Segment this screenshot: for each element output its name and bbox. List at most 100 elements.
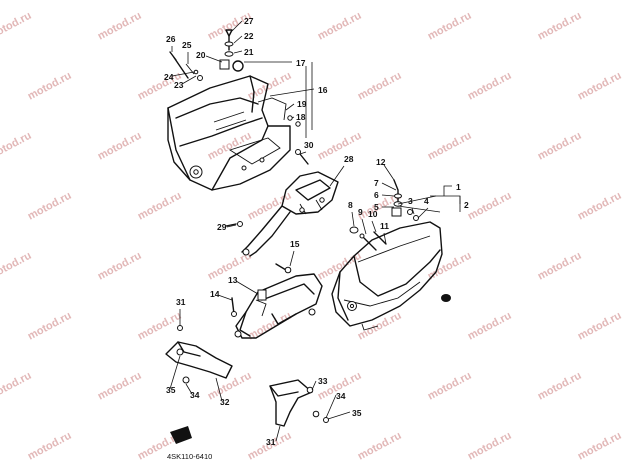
front-arrow-icon (170, 426, 192, 444)
callout-6: 6 (374, 190, 379, 200)
center-stand-13 (231, 263, 323, 339)
callout-29: 29 (217, 222, 227, 232)
leader-line-7 (381, 182, 397, 191)
right-saddlebag (331, 221, 451, 331)
callout-27: 27 (244, 16, 254, 26)
diagram-code: 4SK110-6410 (167, 452, 212, 461)
callout-35: 35 (352, 408, 362, 418)
callout-21: 21 (244, 47, 254, 57)
watermark-text: motod.ru (426, 370, 474, 403)
leader-line-30 (299, 151, 307, 155)
footrest-32 (165, 325, 233, 384)
leader-line-20 (205, 55, 223, 63)
callout-31: 31 (176, 297, 186, 307)
watermark-text: motod.ru (356, 430, 404, 463)
watermark-text: motod.ru (0, 250, 34, 283)
leader-line-3 (411, 207, 415, 215)
watermark-text: motod.ru (206, 370, 254, 403)
watermark-text: motod.ru (466, 70, 514, 103)
right-bag-hardware (349, 179, 461, 251)
leader-line-34 (185, 383, 193, 395)
bracket-31 (269, 379, 329, 427)
callout-14: 14 (210, 289, 220, 299)
watermark-text: motod.ru (136, 310, 184, 343)
leader-line-28 (329, 165, 345, 187)
watermark-text: motod.ru (576, 70, 624, 103)
leader-lines (169, 20, 461, 442)
leader-line-15 (289, 250, 295, 267)
leader-line-24 (171, 71, 195, 77)
callout-20: 20 (196, 50, 206, 60)
leader-line-21 (233, 50, 243, 54)
watermark-text: motod.ru (96, 370, 144, 403)
callout-16: 16 (318, 85, 328, 95)
leader-line-4 (417, 207, 429, 219)
bracket-28 (225, 149, 339, 257)
callout-17: 17 (296, 58, 306, 68)
callout-18: 18 (296, 112, 306, 122)
callout-8: 8 (348, 200, 353, 210)
leader-line-6 (381, 194, 395, 197)
callout-33: 33 (318, 376, 328, 386)
callout-31: 31 (266, 437, 276, 447)
watermark-text: motod.ru (466, 430, 514, 463)
callout-22: 22 (244, 31, 254, 41)
leader-line-31 (275, 425, 281, 442)
watermark-text: motod.ru (26, 190, 74, 223)
callout-12: 12 (376, 157, 386, 167)
watermark-text: motod.ru (0, 10, 34, 43)
callout-10: 10 (368, 209, 378, 219)
callout-28: 28 (344, 154, 354, 164)
leader-line-1 (443, 185, 452, 196)
watermark-text: motod.ru (26, 310, 74, 343)
callout-11: 11 (380, 221, 389, 231)
watermark-text: motod.ru (536, 370, 584, 403)
callout-30: 30 (304, 140, 314, 150)
callout-34: 34 (336, 391, 346, 401)
leader-line-29 (226, 224, 237, 228)
watermark-text: motod.ru (26, 430, 74, 463)
callout-3: 3 (408, 196, 413, 206)
leader-line-19 (285, 103, 295, 111)
callout-9: 9 (358, 207, 363, 217)
callout-1: 1 (456, 182, 461, 192)
callout-19: 19 (297, 99, 307, 109)
watermark-text: motod.ru (536, 250, 584, 283)
callout-24: 24 (164, 72, 174, 82)
watermark-text: motod.ru (576, 190, 624, 223)
callout-32: 32 (220, 397, 230, 407)
callout-4: 4 (424, 196, 429, 206)
watermark-text: motod.ru (96, 250, 144, 283)
leader-line-32 (215, 377, 223, 402)
callout-26: 26 (166, 34, 176, 44)
watermark-text: motod.ru (356, 70, 404, 103)
callout-7: 7 (374, 178, 379, 188)
callout-35: 35 (166, 385, 176, 395)
leader-line-18 (291, 116, 295, 119)
leader-line-8 (351, 211, 355, 227)
callout-2: 2 (464, 200, 469, 210)
callout-15: 15 (290, 239, 300, 249)
watermark-text: motod.ru (26, 70, 74, 103)
watermark-text: motod.ru (316, 130, 364, 163)
watermark-text: motod.ru (136, 190, 184, 223)
callout-34: 34 (190, 390, 200, 400)
watermark-text: motod.ru (96, 10, 144, 43)
leader-line-9 (361, 218, 367, 235)
watermark-text: motod.ru (536, 10, 584, 43)
leader-line-22 (233, 35, 243, 44)
leader-line-34 (325, 394, 337, 419)
leader-line-11 (383, 232, 387, 245)
leader-line-23 (181, 75, 197, 85)
leader-line-27 (231, 20, 243, 32)
leader-line-12 (383, 164, 395, 181)
watermark-text: motod.ru (426, 10, 474, 43)
leader-line-35 (327, 411, 351, 420)
leader-line-16 (269, 88, 315, 97)
watermark-text: motod.ru (576, 430, 624, 463)
left-saddlebag (167, 75, 291, 191)
watermark-text: motod.ru (0, 130, 34, 163)
watermark-text: motod.ru (576, 310, 624, 343)
callout-23: 23 (174, 80, 184, 90)
